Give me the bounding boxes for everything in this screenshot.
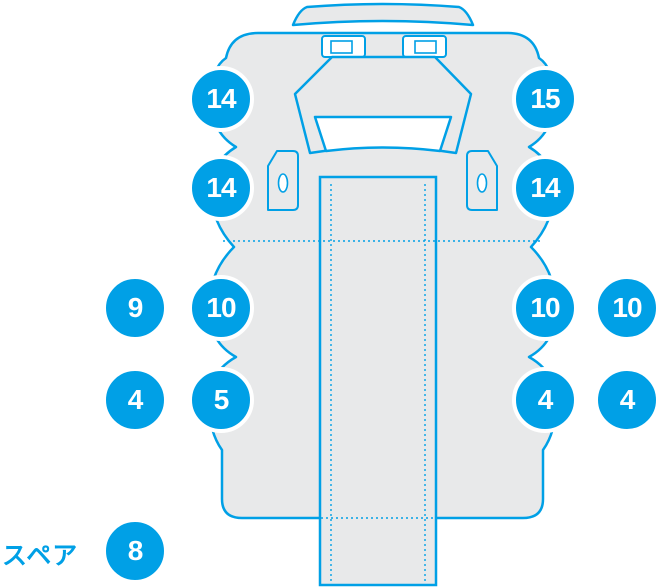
callout-second-row-right-wheel[interactable]: 14 (512, 155, 578, 221)
spare-label: スペア (2, 542, 79, 570)
callout-rearmost-left-outer[interactable]: 4 (102, 367, 168, 433)
callout-rearmost-right-outer[interactable]: 4 (594, 367, 660, 433)
front-bumper (291, 2, 475, 27)
callout-rear-right-wheel[interactable]: 10 (512, 275, 578, 341)
right-hood-vent-inner (414, 40, 437, 54)
callout-front-right-wheel[interactable]: 15 (512, 66, 578, 132)
callout-spare-tire[interactable]: 8 (102, 518, 168, 584)
cargo-bed (318, 175, 438, 587)
left-side-fitting-slot (277, 173, 289, 193)
callout-rearmost-right-wheel[interactable]: 4 (512, 367, 578, 433)
callout-front-left-wheel[interactable]: 14 (188, 66, 254, 132)
callout-rear-left-outer[interactable]: 9 (102, 275, 168, 341)
callout-rearmost-left-wheel[interactable]: 5 (188, 367, 254, 433)
windshield (313, 115, 453, 153)
left-hood-vent-inner (330, 40, 353, 54)
callout-rear-right-outer[interactable]: 10 (594, 275, 660, 341)
right-side-fitting-slot (476, 173, 488, 193)
callout-rear-left-wheel[interactable]: 10 (188, 275, 254, 341)
callout-second-row-left-wheel[interactable]: 14 (188, 155, 254, 221)
